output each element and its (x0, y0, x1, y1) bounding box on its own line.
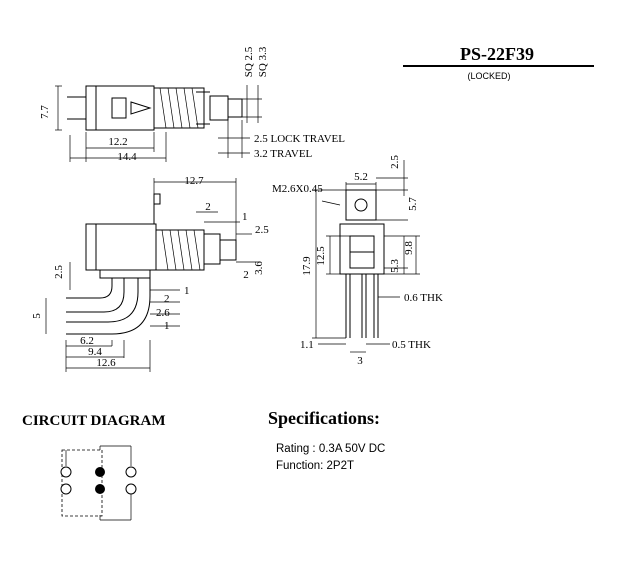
front-dim-3: 3 (357, 355, 363, 367)
spec-rating: Rating : 0.3A 50V DC (276, 443, 385, 455)
front-dim-2-5: 2.5 (389, 155, 401, 169)
front-dim-5-3: 5.3 (389, 259, 401, 273)
dashed-switch-frame (61, 449, 103, 517)
front-dim-12-5: 12.5 (315, 246, 327, 266)
terminal-open (125, 483, 137, 495)
terminal-common (95, 467, 105, 477)
top-view-drawing (55, 85, 262, 162)
locked-variant-label: (LOCKED) (467, 71, 510, 81)
side-dim-6-2: 6.2 (80, 335, 94, 347)
terminal-open (60, 483, 72, 495)
front-view-drawing (312, 160, 420, 353)
circuit-diagram-heading: CIRCUIT DIAGRAM (22, 413, 165, 429)
side-dim-1-top: 1 (242, 211, 248, 223)
terminal-common (95, 484, 105, 494)
terminal-open (60, 466, 72, 478)
front-dim-17-9: 17.9 (301, 256, 313, 276)
top-height-dim: 7.7 (39, 105, 51, 119)
side-dim-3-6: 3.6 (253, 261, 265, 275)
front-thread-label: M2.6X0.45 (272, 183, 323, 195)
side-dim-12-6: 12.6 (96, 357, 116, 369)
front-thk-top: 0.6 THK (404, 292, 443, 304)
side-dim-2-mid: 2 (243, 269, 249, 281)
top-sq-large-dim: SQ 3.3 (257, 46, 269, 77)
side-dim-1-b: 1 (164, 320, 170, 332)
side-dim-5: 5 (31, 313, 43, 319)
front-dim-9-8: 9.8 (403, 241, 415, 255)
side-dim-1-a: 1 (184, 285, 190, 297)
side-dim-2-5-right: 2.5 (255, 224, 269, 236)
part-number-title: PS-22F39 (460, 44, 534, 64)
terminal-open (125, 466, 137, 478)
side-dim-9-4: 9.4 (88, 346, 102, 358)
front-dim-5-7: 5.7 (407, 197, 419, 211)
top-total-length-dim: 14.4 (117, 151, 137, 163)
front-thk-bottom: 0.5 THK (392, 339, 431, 351)
side-dim-12-7: 12.7 (184, 175, 204, 187)
side-dim-2-b: 2 (164, 293, 170, 305)
top-sq-small-dim: SQ 2.5 (243, 46, 255, 77)
side-dim-2-5-left: 2.5 (53, 265, 65, 279)
circuit-diagram (60, 445, 137, 521)
side-view-drawing (45, 178, 260, 372)
specifications-heading: Specifications: (268, 408, 380, 428)
side-dim-2-6: 2.6 (156, 307, 170, 319)
travel-dim: 3.2 TRAVEL (254, 148, 313, 160)
side-dim-2-top: 2 (205, 201, 211, 213)
front-dim-1-1: 1.1 (300, 339, 314, 351)
spec-function: Function: 2P2T (276, 460, 354, 472)
lock-travel-dim: 2.5 LOCK TRAVEL (254, 133, 345, 145)
front-dim-5-2: 5.2 (354, 171, 368, 183)
top-body-length-dim: 12.2 (108, 136, 127, 148)
